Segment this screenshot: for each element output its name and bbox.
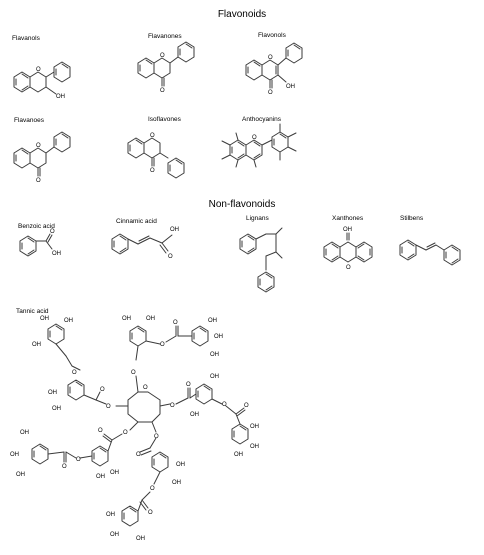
tannic-o: O	[62, 464, 67, 470]
flavanones-keto-o: O	[160, 88, 165, 94]
tannic-oh: OH	[190, 412, 199, 418]
anthocyanins-structure: Anthocyanins O	[221, 116, 297, 168]
tannic-oh: OH	[52, 406, 61, 412]
label-flavanones: Flavanones	[148, 33, 182, 40]
label-benzoic-acid: Benzoic acid	[18, 223, 55, 230]
tannic-o: O	[76, 457, 81, 463]
tannic-o: O	[100, 387, 105, 393]
tannic-o: O	[186, 382, 191, 388]
flavanols-oh: OH	[56, 94, 65, 100]
tannic-o: O	[136, 452, 141, 458]
label-flavonols: Flavonols	[258, 32, 287, 39]
tannic-oh: OH	[250, 424, 259, 430]
tannic-oh: OH	[146, 316, 155, 322]
tannic-oh: OH	[210, 352, 219, 358]
tannic-oh: OH	[10, 452, 19, 458]
tannic-o: O	[154, 434, 159, 440]
tannic-oh: OH	[64, 318, 73, 324]
tannic-o: O	[160, 342, 165, 348]
tannic-oh: OH	[250, 444, 259, 450]
tannic-o: O	[244, 403, 249, 409]
tannic-oh: OH	[48, 390, 57, 396]
isoflavones-keto-o: O	[150, 168, 155, 174]
tannic-oh: OH	[172, 480, 181, 486]
flavanoes-keto-o: O	[36, 178, 41, 184]
tannic-oh: OH	[110, 470, 119, 476]
flavanols-ring-o: O	[36, 67, 41, 73]
label-cinnamic-acid: Cinnamic acid	[116, 218, 157, 225]
flavanoes-ring-o: O	[36, 143, 41, 149]
tannic-o: O	[222, 402, 227, 408]
section-title-flavonoids: Flavonoids	[218, 9, 266, 20]
flavanoes-structure: Flavanoes O O	[13, 117, 71, 184]
tannic-o: O	[123, 430, 128, 436]
tannic-oh: OH	[210, 374, 219, 380]
tannic-oh: OH	[20, 430, 29, 436]
flavanones-structure: Flavanones O O	[137, 33, 195, 94]
label-lignans: Lignans	[246, 215, 270, 222]
section-title-non-flavonoids: Non-flavonoids	[209, 199, 276, 210]
tannic-oh: OH	[16, 472, 25, 478]
label-xanthones: Xanthones	[332, 215, 364, 222]
tannic-o: O	[148, 510, 153, 516]
flavonols-ring-o: O	[268, 55, 273, 61]
benzoic-acid-carbonyl-o: O	[50, 229, 55, 235]
lignans-structure: Lignans	[239, 215, 283, 293]
tannic-o: O	[150, 486, 155, 492]
label-tannic-acid: Tannic acid	[16, 308, 49, 315]
cinnamic-acid-carbonyl-o: O	[168, 254, 173, 260]
isoflavones-ring-o: O	[150, 133, 155, 139]
tannic-oh: OH	[214, 334, 223, 340]
tannic-o: O	[98, 428, 103, 434]
anthocyanins-ring-o: O	[252, 135, 257, 141]
cinnamic-acid-structure: Cinnamic acid OH O	[111, 218, 179, 260]
label-anthocyanins: Anthocyanins	[242, 116, 282, 123]
tannic-ring-o: O	[143, 385, 148, 391]
flavanols-structure: Flavanols O OH	[12, 35, 71, 100]
tannic-oh: OH	[136, 536, 145, 542]
flavanones-ring-o: O	[160, 53, 165, 59]
tannic-oh: OH	[176, 462, 185, 468]
isoflavones-structure: Isoflavones O O	[127, 116, 185, 179]
flavonols-oh: OH	[286, 84, 295, 90]
label-flavanoes: Flavanoes	[14, 117, 45, 124]
xanthones-ring-o: O	[346, 265, 351, 271]
xanthones-structure: Xanthones OH O	[323, 215, 373, 271]
stilbens-structure: Stilbens	[399, 215, 461, 266]
tannic-oh: OH	[234, 452, 243, 458]
tannic-oh: OH	[110, 532, 119, 538]
label-isoflavones: Isoflavones	[148, 116, 182, 123]
tannic-o: O	[170, 403, 175, 409]
tannic-o: O	[106, 404, 111, 410]
flavonols-keto-o: O	[268, 90, 273, 96]
label-stilbens: Stilbens	[400, 215, 424, 222]
xanthones-oh: OH	[343, 227, 352, 233]
benzoic-acid-oh: OH	[52, 251, 61, 257]
tannic-oh: OH	[32, 342, 41, 348]
tannic-oh: OH	[208, 318, 217, 324]
tannic-acid-structure: Tannic acid OH OH OH O OH OH O O O O O O…	[10, 308, 259, 542]
tannic-o: O	[131, 370, 136, 376]
tannic-o: O	[173, 320, 178, 326]
benzoic-acid-structure: Benzoic acid O OH	[18, 223, 61, 257]
tannic-oh: OH	[96, 474, 105, 480]
tannic-oh: OH	[122, 316, 131, 322]
flavonols-structure: Flavonols O O OH	[245, 32, 303, 96]
tannic-o: O	[72, 370, 77, 376]
label-flavanols: Flavanols	[12, 35, 41, 42]
tannic-oh: OH	[40, 316, 49, 322]
cinnamic-acid-oh: OH	[170, 227, 179, 233]
tannic-oh: OH	[106, 512, 115, 518]
